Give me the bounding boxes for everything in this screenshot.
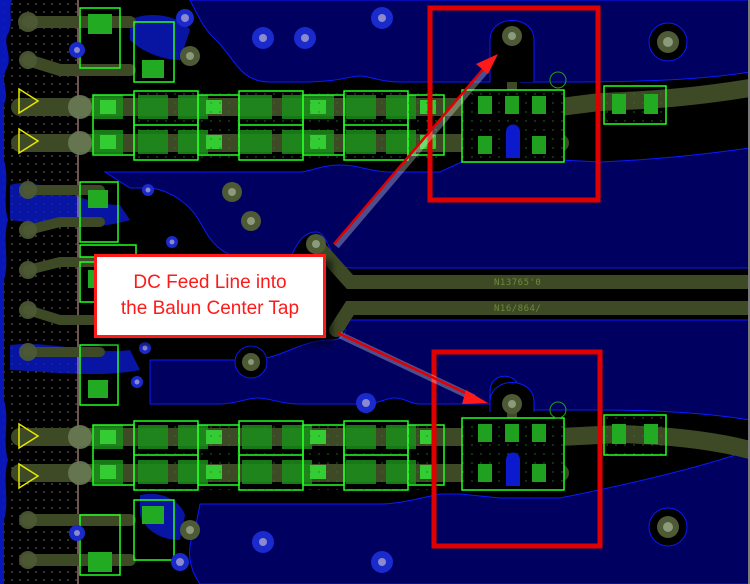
port-marker-icon [18, 87, 40, 115]
callout-line-2: the Balun Center Tap [120, 298, 300, 319]
top-component-row[interactable] [79, 7, 445, 161]
blue-vias [69, 7, 393, 573]
net-label: N13765'0 [494, 278, 541, 288]
port-marker-icon [18, 127, 40, 155]
top-balun-highlight[interactable] [427, 5, 601, 203]
bottom-component-row[interactable] [79, 420, 445, 576]
port-marker-icon [18, 462, 40, 490]
arrowhead-icon [462, 390, 488, 404]
connector-keepout [0, 0, 78, 584]
top-balun[interactable] [461, 20, 567, 163]
net-label: N16/864/ [494, 304, 541, 314]
arrowhead-icon [476, 54, 498, 74]
connector-pads [18, 12, 92, 569]
annotation-arrows[interactable] [333, 54, 498, 404]
port-markers [18, 87, 40, 490]
ground-vias [180, 22, 688, 547]
port-marker-icon [18, 422, 40, 450]
annotation-boxes[interactable] [427, 5, 603, 549]
arrow-to-bottom-balun[interactable] [337, 331, 473, 398]
vias [69, 7, 688, 573]
bottom-balun-highlight[interactable] [431, 349, 603, 549]
callout-box[interactable]: DC Feed Line into the Balun Center Tap [94, 254, 326, 338]
net-labels: N13765'0 N16/864/ [494, 278, 541, 314]
top-right-capacitor[interactable] [603, 85, 667, 125]
bottom-balun[interactable] [461, 382, 567, 491]
bottom-right-capacitor[interactable] [603, 414, 667, 456]
arrow-to-top-balun[interactable] [333, 67, 485, 245]
callout-line-1: DC Feed Line into [133, 272, 287, 293]
